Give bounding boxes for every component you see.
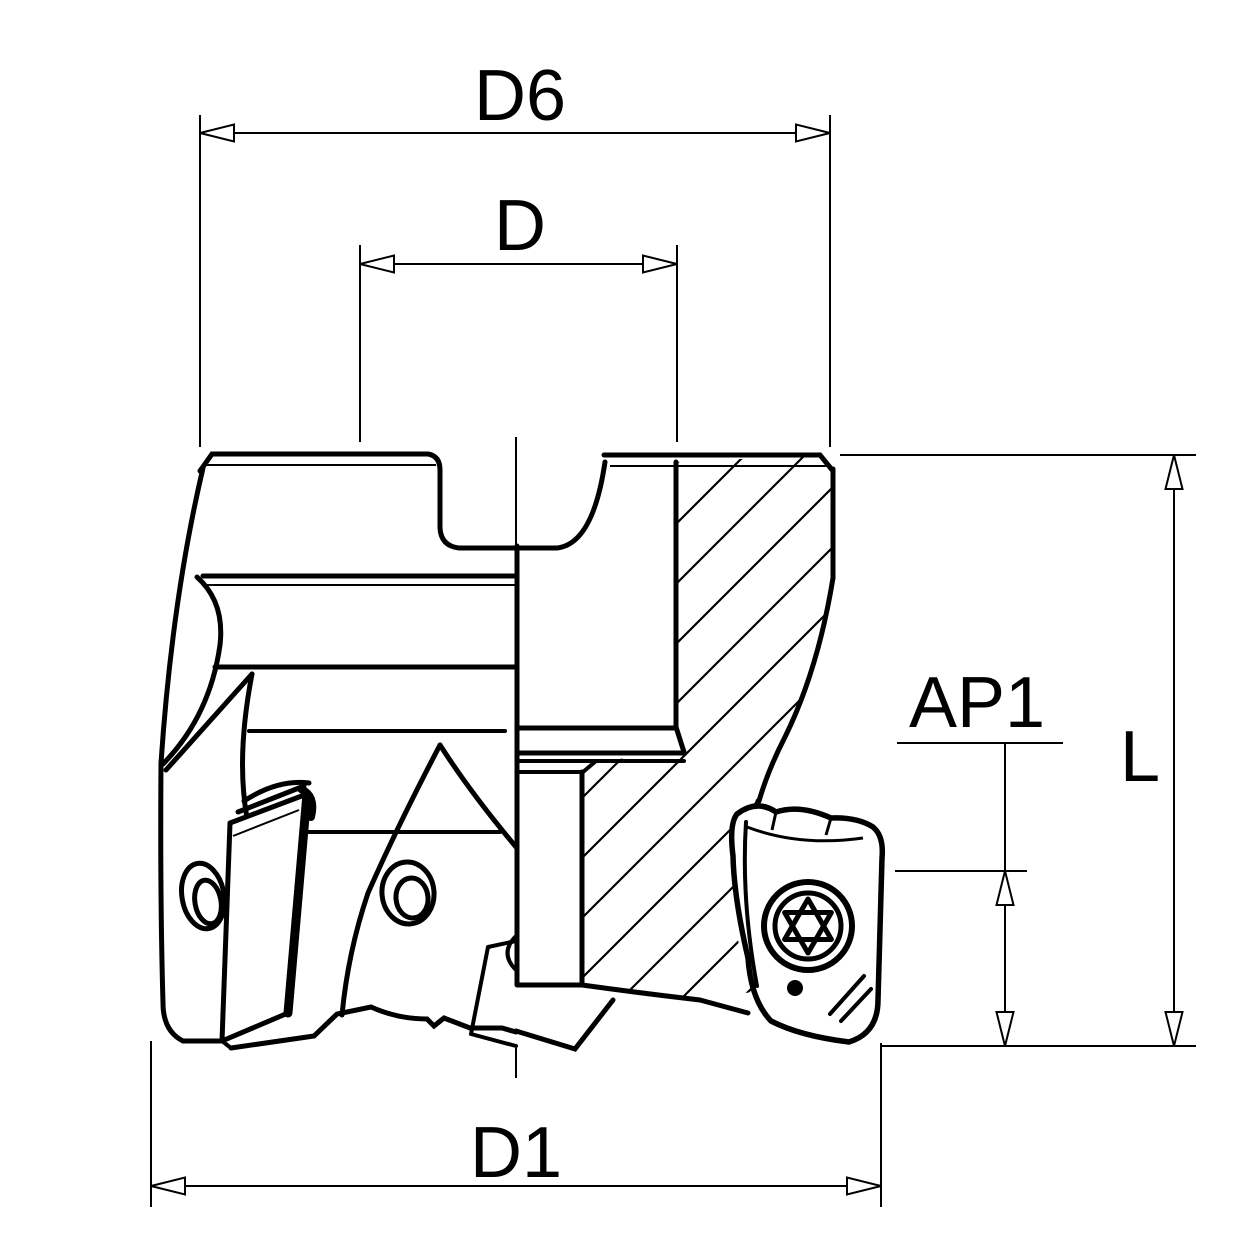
dimension-d6: D6 xyxy=(199,56,831,447)
coolant-hole-left xyxy=(179,860,227,932)
dimension-l: L xyxy=(840,454,1196,1047)
dimension-label-d: D xyxy=(494,186,546,266)
insert-left xyxy=(219,779,317,1050)
coolant-hole-right xyxy=(379,859,437,927)
dimension-label-l: L xyxy=(1120,717,1160,797)
dimension-label-d1: D1 xyxy=(470,1113,562,1193)
section-hatch xyxy=(582,455,833,1000)
dimension-d: D xyxy=(359,186,678,442)
dimension-label-d6: D6 xyxy=(474,56,566,136)
dimension-d1: D1 xyxy=(150,1041,882,1207)
insert-pin-dot xyxy=(787,980,803,996)
insert-right xyxy=(728,803,886,1045)
torx-screw-icon xyxy=(761,879,855,973)
dimension-ap1: AP1 xyxy=(895,663,1063,1047)
dimension-label-ap1: AP1 xyxy=(909,663,1045,743)
